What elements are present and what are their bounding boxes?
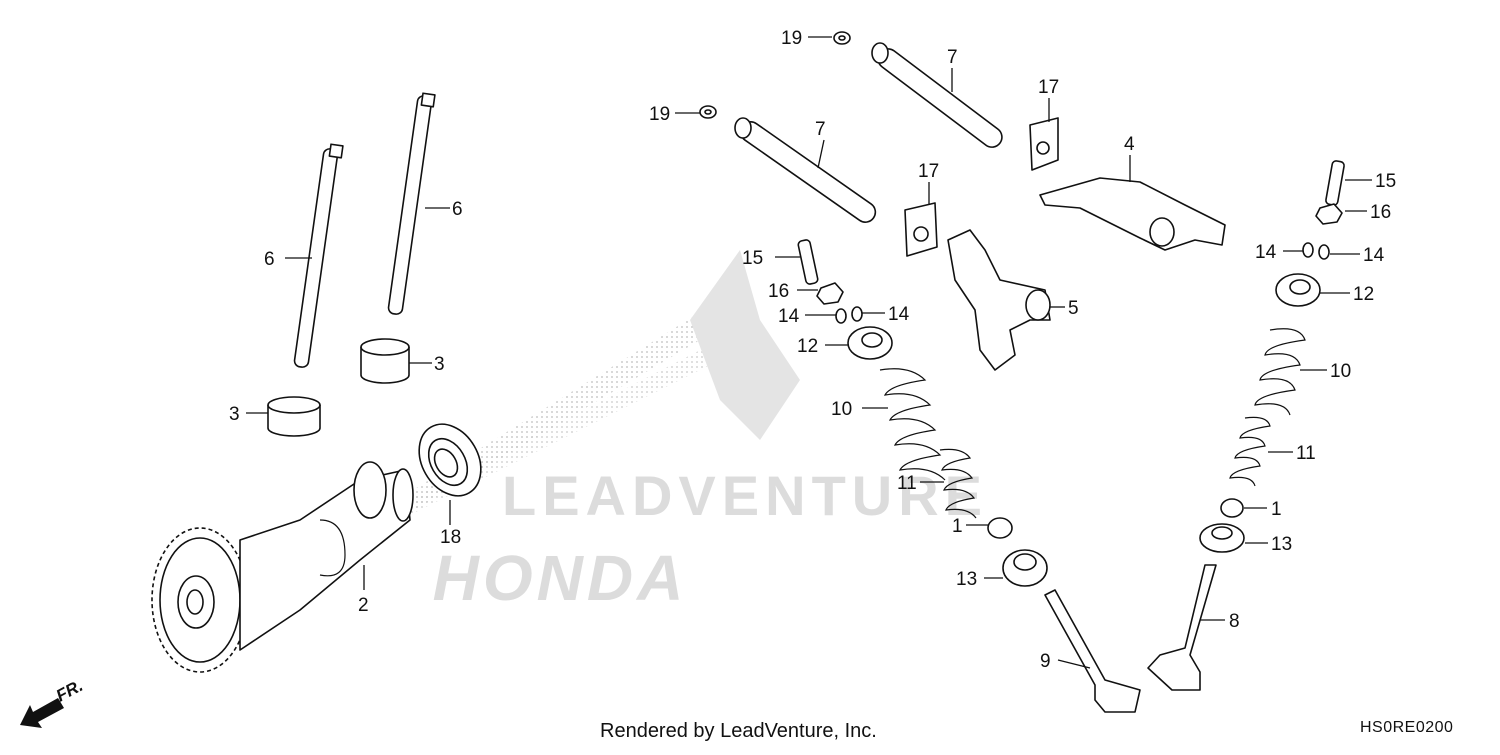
- spring-retainer-right[interactable]: [1275, 273, 1321, 307]
- callout-11[interactable]: 11: [1296, 443, 1316, 464]
- callout-17[interactable]: 17: [1038, 77, 1059, 98]
- callout-6[interactable]: 6: [452, 199, 463, 220]
- callout-14[interactable]: 14: [778, 306, 800, 327]
- callout-16[interactable]: 16: [768, 281, 789, 302]
- pushrod-right[interactable]: [387, 92, 436, 315]
- callout-7[interactable]: 7: [947, 47, 958, 68]
- callout-7[interactable]: 7: [815, 119, 826, 140]
- exhaust-valve[interactable]: [1044, 589, 1141, 713]
- callout-11[interactable]: 11: [897, 473, 917, 494]
- callout-8[interactable]: 8: [1229, 611, 1240, 632]
- camshaft[interactable]: [151, 461, 414, 673]
- outer-spring-left[interactable]: [879, 368, 946, 481]
- callout-13[interactable]: 13: [956, 569, 977, 590]
- lock-nut-left[interactable]: [816, 282, 844, 305]
- callout-5[interactable]: 5: [1068, 298, 1079, 319]
- arrow-down-left-icon: [20, 698, 64, 728]
- callout-14[interactable]: 14: [1255, 242, 1277, 263]
- cotter-left[interactable]: [835, 306, 863, 324]
- callout-13[interactable]: 13: [1271, 534, 1292, 555]
- callout-19[interactable]: 19: [649, 104, 670, 125]
- callout-3[interactable]: 3: [434, 354, 445, 375]
- adjusting-screw-left[interactable]: [797, 239, 819, 285]
- callout-18[interactable]: 18: [440, 527, 461, 548]
- watermark-wing-shape-lower: [330, 340, 720, 540]
- washer-lower[interactable]: [699, 105, 717, 119]
- lock-nut-right[interactable]: [1315, 203, 1343, 225]
- callout-17[interactable]: 17: [918, 161, 939, 182]
- direction-indicator: FR.: [20, 676, 86, 728]
- spring-seat-left[interactable]: [1002, 549, 1048, 587]
- callout-15[interactable]: 15: [1375, 171, 1396, 192]
- tappet-lower[interactable]: [267, 396, 321, 437]
- callout-6[interactable]: 6: [264, 249, 275, 270]
- valve-seal-right[interactable]: [1220, 498, 1244, 518]
- callout-2[interactable]: 2: [358, 595, 369, 616]
- callout-14[interactable]: 14: [888, 304, 910, 325]
- callout-14[interactable]: 14: [1363, 245, 1385, 266]
- intake-valve[interactable]: [1147, 564, 1217, 691]
- outer-spring-right[interactable]: [1254, 328, 1306, 416]
- watermark-text: LEADVENTURE: [502, 464, 988, 527]
- watermark-brand-text: HONDA: [433, 542, 688, 614]
- callout-19[interactable]: 19: [781, 28, 802, 49]
- callout-1[interactable]: 1: [1271, 499, 1282, 520]
- washer-upper[interactable]: [833, 31, 851, 45]
- callout-12[interactable]: 12: [797, 336, 818, 357]
- rendered-by-credit: Rendered by LeadVenture, Inc.: [600, 720, 877, 742]
- callout-16[interactable]: 16: [1370, 202, 1391, 223]
- diagram-code: HS0RE0200: [1360, 719, 1454, 736]
- lock-plate-lower[interactable]: [904, 202, 938, 257]
- rocker-shaft-upper[interactable]: [871, 42, 1006, 151]
- lock-plate-upper[interactable]: [1029, 117, 1059, 171]
- callout-15[interactable]: 15: [742, 248, 763, 269]
- callouts: 19 19 7 7 17 17 4 5 6 6 3 3 2 18 15 16 1…: [229, 28, 1396, 672]
- callout-12[interactable]: 12: [1353, 284, 1374, 305]
- callout-10[interactable]: 10: [1330, 361, 1351, 382]
- callout-3[interactable]: 3: [229, 404, 240, 425]
- cotter-right[interactable]: [1302, 242, 1330, 260]
- adjusting-screw-right[interactable]: [1325, 160, 1345, 206]
- pushrod-left[interactable]: [293, 143, 344, 368]
- callout-1[interactable]: 1: [952, 516, 963, 537]
- callout-9[interactable]: 9: [1040, 651, 1051, 672]
- inner-spring-left[interactable]: [939, 448, 977, 519]
- spring-retainer-left[interactable]: [847, 326, 893, 360]
- spring-seat-right[interactable]: [1199, 523, 1245, 553]
- tappet-upper[interactable]: [360, 338, 410, 384]
- leader-lines: [246, 36, 1372, 669]
- watermark-flame-logo: [690, 250, 800, 440]
- valve-seal-left[interactable]: [987, 517, 1013, 539]
- callout-10[interactable]: 10: [831, 399, 852, 420]
- inner-spring-right[interactable]: [1229, 416, 1271, 487]
- rocker-arm-lower[interactable]: [947, 229, 1051, 371]
- callout-4[interactable]: 4: [1124, 134, 1135, 155]
- rocker-arm-upper[interactable]: [1039, 177, 1226, 251]
- camshaft-bearing[interactable]: [407, 413, 493, 507]
- rocker-shaft-lower[interactable]: [734, 117, 879, 226]
